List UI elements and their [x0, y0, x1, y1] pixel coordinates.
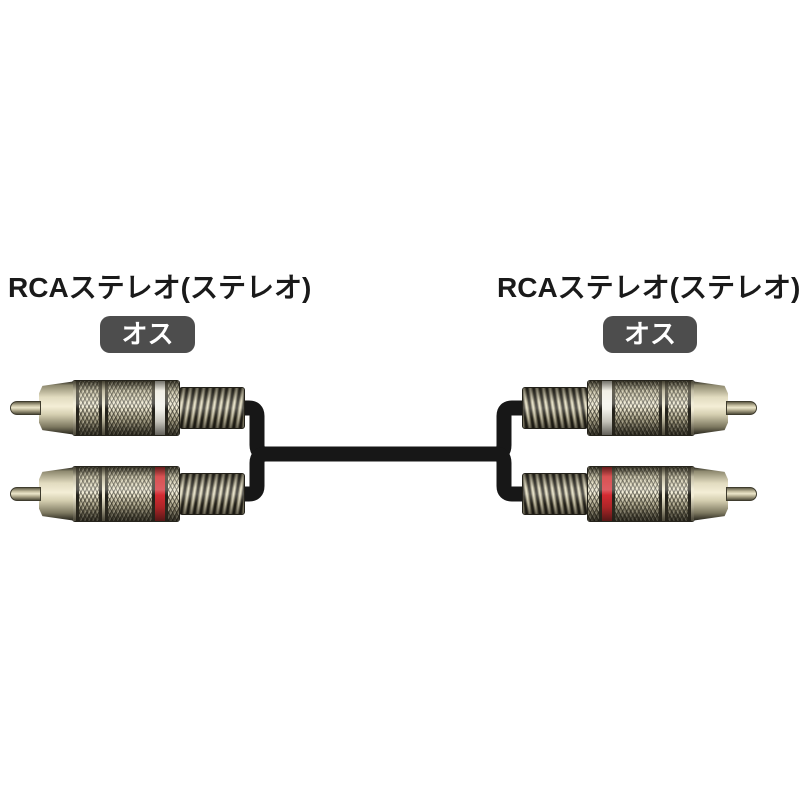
barrel-segment	[662, 381, 665, 435]
barrel-segment	[662, 467, 665, 521]
barrel-segment	[615, 467, 659, 521]
plug-collar	[39, 467, 73, 521]
strain-relief-spring	[522, 473, 588, 515]
barrel-segment	[108, 467, 152, 521]
channel-ring	[602, 381, 612, 435]
barrel-segment	[612, 467, 615, 521]
barrel-segment	[612, 381, 615, 435]
barrel-segment	[79, 381, 99, 435]
barrel-segment	[659, 381, 662, 435]
barrel-segment	[599, 467, 602, 521]
plug-collar	[39, 381, 73, 435]
rca-plug-left-bottom	[10, 466, 246, 522]
rca-plug-right-bottom	[521, 466, 757, 522]
channel-ring	[155, 381, 165, 435]
barrel-segment	[691, 467, 694, 521]
male-badge-right: オス	[603, 316, 697, 353]
cable-lower-run	[239, 446, 525, 502]
barrel-segment	[587, 467, 599, 521]
barrel-segment	[665, 467, 668, 521]
barrel-segment	[688, 381, 691, 435]
center-pin	[10, 487, 41, 501]
plug-collar	[694, 381, 728, 435]
channel-ring	[602, 467, 612, 521]
rca-plug-right-top	[521, 380, 757, 436]
male-badge-left: オス	[100, 316, 195, 353]
barrel-segment	[668, 467, 688, 521]
plug-collar	[694, 467, 728, 521]
barrel-segment	[615, 381, 659, 435]
center-pin	[10, 401, 41, 415]
knurled-barrel	[587, 380, 695, 436]
barrel-segment	[587, 381, 599, 435]
knurled-barrel	[72, 380, 180, 436]
barrel-segment	[668, 381, 688, 435]
barrel-segment	[168, 381, 179, 435]
strain-relief-spring	[179, 387, 245, 429]
barrel-segment	[691, 381, 694, 435]
barrel-segment	[168, 467, 179, 521]
rca-plug-left-top	[10, 380, 246, 436]
barrel-segment	[688, 467, 691, 521]
barrel-segment	[665, 381, 668, 435]
barrel-segment	[79, 467, 99, 521]
knurled-barrel	[587, 466, 695, 522]
connector-type-label-right: RCAステレオ(ステレオ)	[497, 272, 800, 303]
center-pin	[726, 401, 757, 415]
barrel-segment	[659, 467, 662, 521]
strain-relief-spring	[522, 387, 588, 429]
connector-type-label-left: RCAステレオ(ステレオ)	[8, 272, 312, 303]
channel-ring	[155, 467, 165, 521]
barrel-segment	[599, 381, 602, 435]
barrel-segment	[108, 381, 152, 435]
center-pin	[726, 487, 757, 501]
knurled-barrel	[72, 466, 180, 522]
strain-relief-spring	[179, 473, 245, 515]
